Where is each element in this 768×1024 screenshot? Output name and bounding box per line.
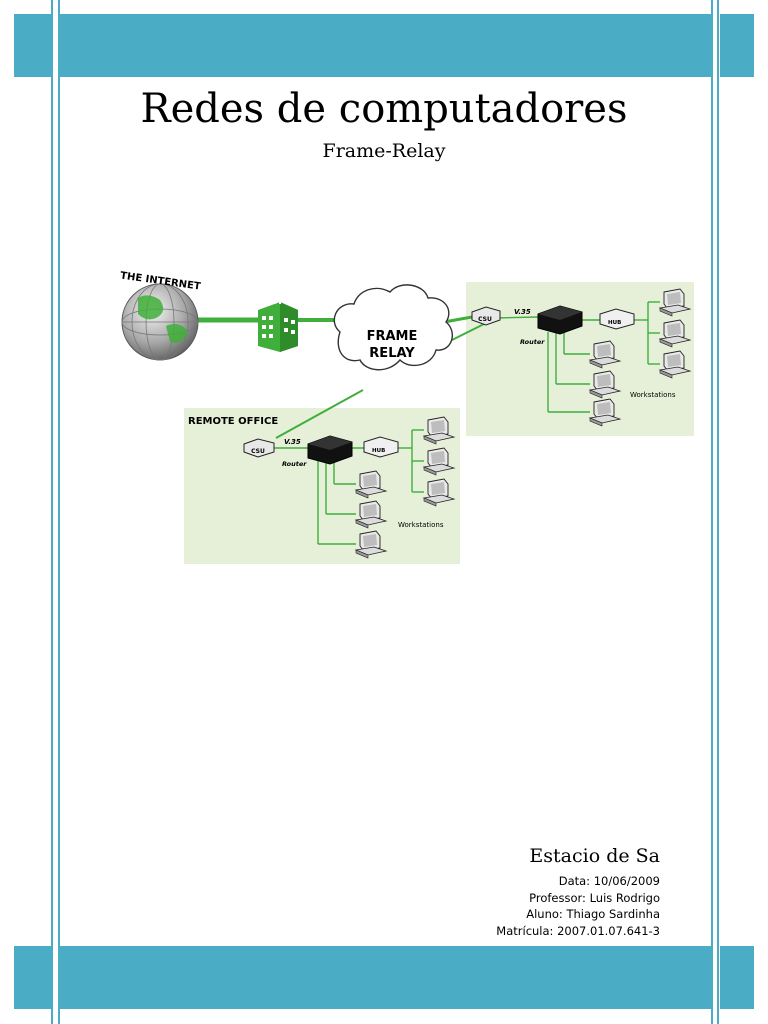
isp-building-icon (258, 302, 298, 352)
workstation-computer-icon (422, 478, 456, 507)
hq-csu-icon (471, 306, 501, 326)
right-rule (711, 0, 713, 1024)
header-band (60, 14, 711, 77)
isp-label: ISP (266, 294, 286, 307)
header-band-left (14, 14, 51, 77)
hq-panel (466, 282, 694, 436)
workstation-computer-icon (354, 500, 388, 529)
left-rule (51, 0, 53, 1024)
frame-relay-cloud (333, 284, 454, 371)
frame-relay-diagram: THE INTERNET ISP FRAME RELAY CSU V.35 Ro… (119, 270, 694, 564)
workstation-computer-icon (658, 350, 692, 379)
hq-v35-label: V.35 (514, 308, 531, 316)
workstation-computer-icon (422, 416, 456, 445)
header-band-right (720, 14, 754, 77)
hq-hub-icon (599, 308, 635, 330)
remote-csu-icon (243, 438, 275, 458)
date-line: Data: 10/06/2009 (558, 874, 660, 888)
remote-office-panel (184, 408, 460, 564)
professor-line: Professor: Luis Rodrigo (529, 890, 660, 905)
remote-router-label: Router (282, 460, 307, 468)
remote-hub-label: HUB (372, 448, 385, 454)
workstation-computer-icon (658, 319, 692, 348)
organization-name: Estacio de Sa (529, 845, 660, 867)
footer-band-left (14, 946, 51, 1009)
hq-csu-label: CSU (478, 316, 492, 323)
footer-band (60, 946, 711, 1009)
hq-hub-label: HUB (608, 320, 621, 326)
workstation-computer-icon (588, 398, 622, 427)
workstation-computer-icon (354, 530, 388, 559)
hq-workstations-label: Workstations (630, 391, 676, 399)
remote-office-label: REMOTE OFFICE (188, 416, 278, 427)
workstation-computer-icon (422, 447, 456, 476)
internet-globe-icon (121, 283, 199, 361)
right-rule-inner (717, 0, 719, 1024)
remote-hub-icon (363, 436, 399, 458)
registration-line: Matrícula: 2007.01.07.641-3 (496, 923, 660, 938)
remote-v35-label: V.35 (284, 438, 301, 446)
remote-workstations-label: Workstations (398, 521, 444, 529)
left-rule-inner (58, 0, 60, 1024)
cloud-label-line1: FRAME (367, 329, 418, 344)
student-line: Aluno: Thiago Sardinha (526, 907, 660, 921)
workstation-computer-icon (588, 370, 622, 399)
document-info: Estacio de Sa Data: 10/06/2009 Professor… (496, 845, 660, 939)
workstation-computer-icon (658, 288, 692, 317)
remote-csu-label: CSU (251, 448, 265, 455)
hq-router-label: Router (520, 338, 545, 346)
hq-router-icon (537, 305, 583, 335)
footer-band-right (720, 946, 754, 1009)
workstation-computer-icon (588, 340, 622, 369)
page-title: Redes de computadores (140, 86, 628, 132)
workstation-computer-icon (354, 470, 388, 499)
remote-router-icon (307, 435, 353, 465)
page-subtitle: Frame-Relay (322, 140, 446, 162)
cloud-label-line2: RELAY (369, 346, 415, 361)
